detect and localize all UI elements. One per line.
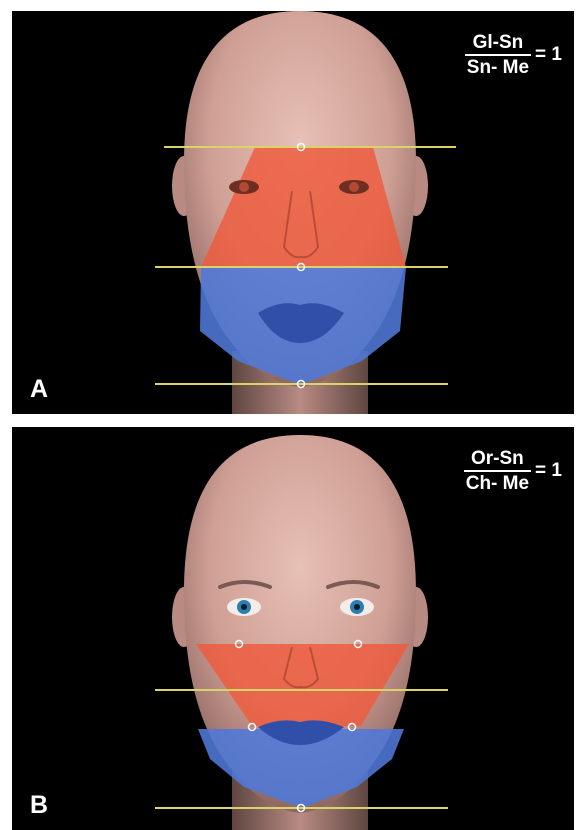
formula-equals: = 1	[535, 460, 562, 482]
left-iris	[239, 182, 249, 192]
fraction-b: Or-Sn Ch- Me	[464, 449, 531, 494]
panel-b: Or-Sn Ch- Me = 1 B	[12, 427, 574, 830]
formula-denominator: Sn- Me	[465, 56, 531, 78]
formula-equals: = 1	[535, 44, 562, 66]
left-pupil	[241, 604, 247, 610]
formula-numerator: Or-Sn	[469, 449, 526, 470]
panel-label-a: A	[30, 377, 48, 402]
formula-a: Gl-Sn Sn- Me = 1	[465, 33, 562, 78]
right-pupil	[354, 604, 360, 610]
formula-numerator: Gl-Sn	[471, 33, 526, 54]
formula-b: Or-Sn Ch- Me = 1	[464, 449, 562, 494]
panel-label-b: B	[30, 793, 48, 818]
formula-denominator: Ch- Me	[464, 472, 531, 494]
fraction-a: Gl-Sn Sn- Me	[465, 33, 531, 78]
right-iris	[349, 182, 359, 192]
panel-a: Gl-Sn Sn- Me = 1 A	[12, 11, 574, 414]
